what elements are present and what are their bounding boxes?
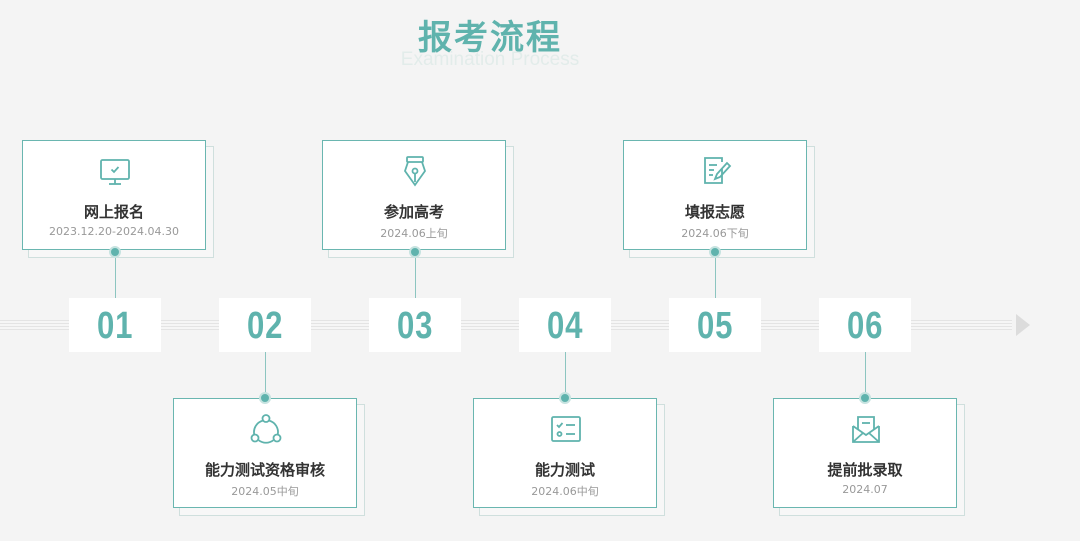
step-number-04: 04 — [519, 298, 611, 352]
step-date: 2024.06上旬 — [380, 227, 448, 240]
timeline-arrow — [0, 314, 1030, 336]
connector-dot — [259, 392, 271, 404]
arrow-right-icon — [1016, 314, 1030, 336]
step-number-05: 05 — [669, 298, 761, 352]
connector-line — [715, 253, 716, 298]
step-date: 2023.12.20-2024.04.30 — [49, 225, 179, 238]
step-label: 网上报名 — [83, 203, 144, 221]
step-card-03: 参加高考 2024.06上旬 — [322, 140, 506, 250]
edit-document-icon — [704, 157, 732, 184]
step-number-03: 03 — [369, 298, 461, 352]
step-card-04: 能力测试 2024.06中旬 — [473, 398, 657, 508]
step-card-05: 填报志愿 2024.06下旬 — [623, 140, 807, 250]
step-date: 2024.06中旬 — [531, 485, 599, 498]
connector-line — [565, 352, 566, 398]
pen-nib-icon — [404, 156, 426, 187]
connector-dot — [709, 246, 721, 258]
connector-dot — [559, 392, 571, 404]
step-label: 能力测试 — [534, 461, 595, 479]
step-card-06: 提前批录取 2024.07 — [773, 398, 957, 508]
step-label: 提前批录取 — [827, 461, 903, 479]
step-label: 参加高考 — [383, 203, 444, 221]
connector-line — [115, 253, 116, 298]
page-subtitle: Examination Process — [400, 49, 580, 70]
connector-line — [415, 253, 416, 298]
step-card-01: 网上报名 2023.12.20-2024.04.30 — [22, 140, 206, 250]
envelope-open-icon — [852, 416, 880, 443]
step-card-02: 能力测试资格审核 2024.05中旬 — [173, 398, 357, 508]
step-date: 2024.06下旬 — [681, 227, 749, 240]
connector-dot — [859, 392, 871, 404]
connector-line — [865, 352, 866, 398]
timeline-band — [0, 320, 1012, 330]
page-title: 报考流程 — [418, 18, 562, 58]
connector-dot — [109, 246, 121, 258]
connector-line — [265, 352, 266, 398]
checklist-icon — [551, 416, 581, 442]
step-label: 能力测试资格审核 — [204, 461, 325, 479]
step-label: 填报志愿 — [684, 203, 745, 221]
share-network-icon — [250, 414, 282, 444]
step-number-02: 02 — [219, 298, 311, 352]
monitor-check-icon — [100, 159, 130, 185]
step-date: 2024.05中旬 — [231, 485, 299, 498]
step-number-06: 06 — [819, 298, 911, 352]
step-date: 2024.07 — [842, 483, 888, 496]
step-number-01: 01 — [69, 298, 161, 352]
connector-dot — [409, 246, 421, 258]
